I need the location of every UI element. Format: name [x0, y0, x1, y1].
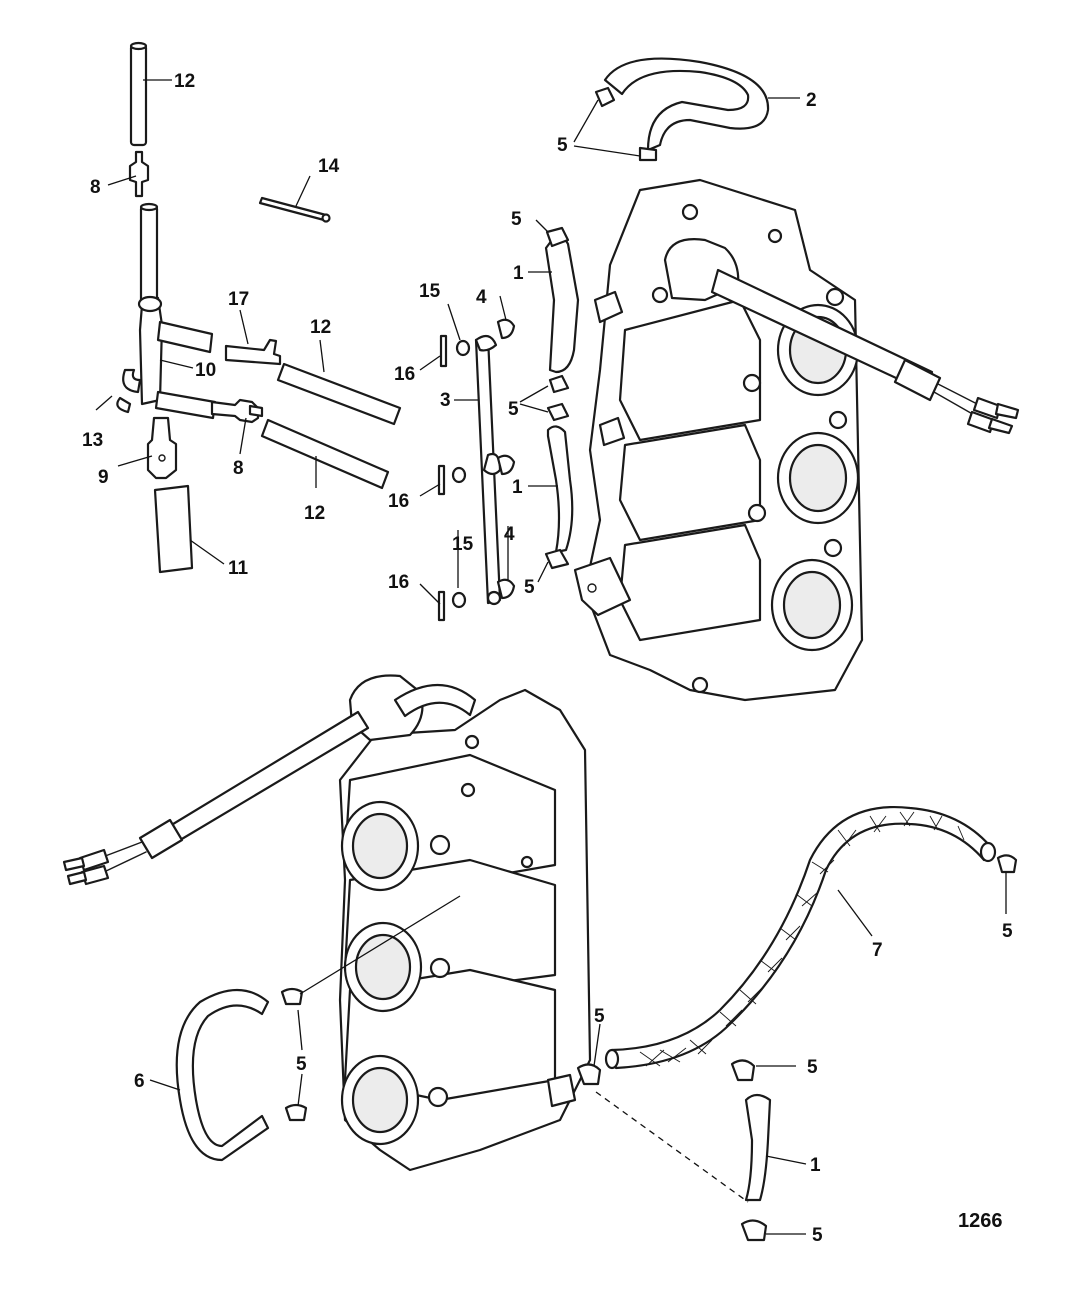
linkage-assembly	[437, 318, 516, 622]
callout-13: 13	[82, 430, 103, 451]
clamp-5-mid	[576, 1063, 602, 1086]
clamp-5-top-a	[594, 86, 616, 108]
callout-1: 1	[513, 263, 524, 284]
hose-1-lower	[744, 1093, 772, 1202]
callout-8: 8	[233, 458, 244, 479]
callout-17: 17	[228, 289, 249, 310]
clamp-5-bottom	[740, 1219, 768, 1242]
callout-11: 11	[228, 558, 249, 579]
callout-8: 8	[90, 177, 101, 198]
callout-5: 5	[296, 1054, 307, 1075]
callout-10: 10	[195, 360, 216, 381]
callout-7: 7	[872, 940, 883, 961]
callout-1: 1	[512, 477, 523, 498]
hose-2	[603, 57, 770, 152]
clamp-5-hose6-a	[280, 987, 304, 1006]
callout-5: 5	[594, 1006, 605, 1027]
callout-5: 5	[557, 135, 568, 156]
clamp-5-lower-mid	[730, 1059, 756, 1082]
callout-14: 14	[318, 156, 340, 177]
callout-5: 5	[1002, 921, 1013, 942]
hose-6	[175, 989, 270, 1162]
hose-7-braided	[604, 806, 997, 1070]
clamp-5-hose6-b	[284, 1103, 308, 1122]
clamp-5-top-b	[638, 146, 658, 162]
lower-head-assembly	[62, 674, 592, 1172]
callout-5: 5	[807, 1057, 818, 1078]
callout-15: 15	[419, 281, 441, 302]
hoses-1-upper	[544, 226, 580, 570]
callout-5: 5	[812, 1225, 823, 1246]
callout-12: 12	[174, 71, 195, 92]
callout-5: 5	[508, 399, 519, 420]
figure-number: 1266	[958, 1210, 1003, 1232]
leader-lines	[95, 79, 1007, 1235]
callout-5: 5	[511, 209, 522, 230]
callout-1: 1	[810, 1155, 821, 1176]
callout-4: 4	[504, 524, 515, 545]
callout-3: 3	[440, 390, 451, 411]
callout-16: 16	[394, 364, 415, 385]
callout-5: 5	[524, 577, 535, 598]
callout-9: 9	[98, 467, 109, 488]
callout-2: 2	[806, 90, 817, 111]
callout-15: 15	[452, 534, 474, 555]
upper-head-assembly	[573, 178, 1020, 702]
callouts: 12 2 5 8 14 5 1 15 4 17 12 10 16 3 5 13 …	[82, 71, 1013, 1246]
clamp-5-right	[996, 854, 1018, 874]
callout-4: 4	[476, 287, 487, 308]
callout-6: 6	[134, 1071, 145, 1092]
fuel-line-assembly-left	[116, 41, 402, 574]
callout-16: 16	[388, 572, 409, 593]
callout-16: 16	[388, 491, 409, 512]
callout-12: 12	[310, 317, 331, 338]
callout-12: 12	[304, 503, 325, 524]
